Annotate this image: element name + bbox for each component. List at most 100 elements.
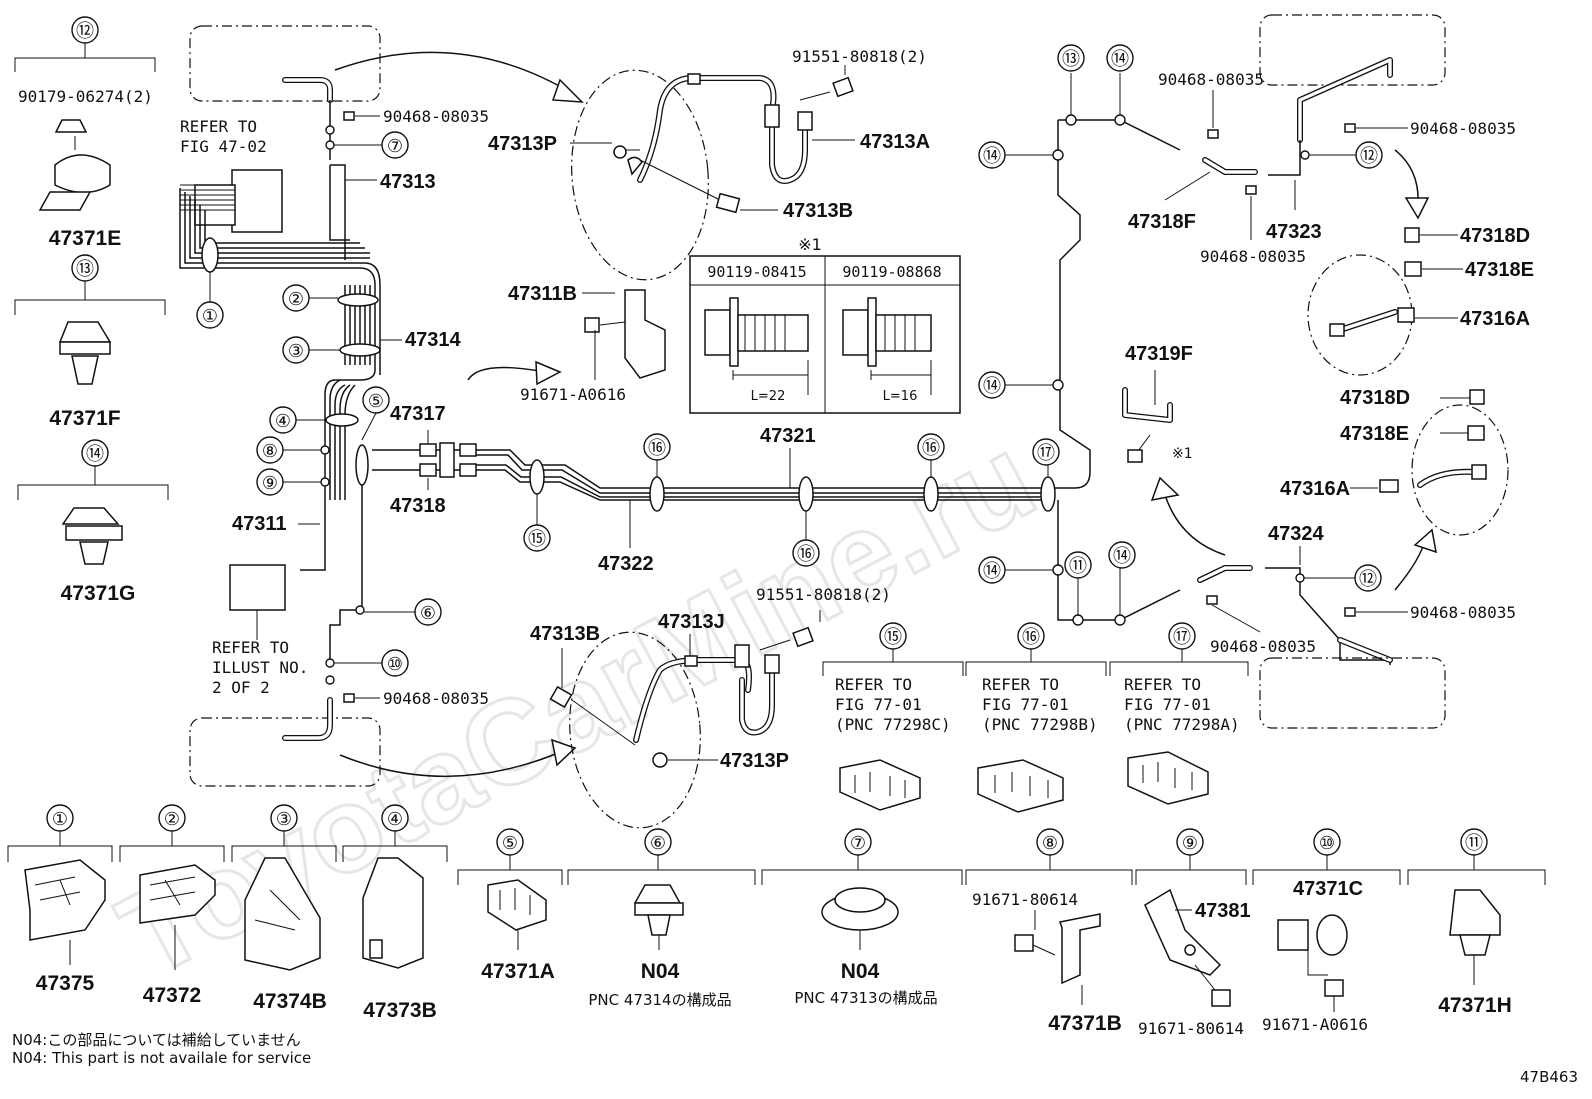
circle-14e: ⑭ (1113, 546, 1131, 567)
circle-14a: ⑭ (1111, 49, 1129, 70)
label-47313P-bottom: 47313P (720, 750, 789, 772)
table-note: ※1 (798, 235, 822, 254)
label-47372: 47372 (143, 984, 201, 1007)
circle-2: ② (288, 289, 304, 310)
label-N04-b: N04 (841, 960, 880, 983)
part-91551-top: 91551-80818(2) (792, 47, 927, 66)
circle-3: ③ (288, 341, 304, 362)
label-47371E: 47371E (49, 227, 121, 250)
circle-12a: ⑫ (1360, 146, 1378, 167)
label-47371B: 47371B (1048, 1012, 1122, 1035)
label-47313B-bottom: 47313B (530, 623, 600, 645)
clamp-line: FIG 77-01 (835, 695, 922, 714)
circle-num: ⑫ (76, 21, 94, 42)
circle-num: ⑥ (650, 833, 666, 854)
circle-4: ④ (275, 411, 291, 432)
label-47313J: 47313J (658, 611, 725, 633)
table-part-2: 90119-08868 (842, 263, 941, 281)
label-47371F: 47371F (49, 407, 120, 430)
detail-ellipse-bottom (569, 631, 701, 829)
circle-16c: ⑯ (922, 438, 940, 459)
bolt-right-b: 90468-08035 (1158, 70, 1264, 89)
part-91671-80614-a: 91671-80614 (972, 890, 1078, 909)
bottom-item-11: ⑪ 47371H (1407, 828, 1546, 1017)
clamp-line: REFER TO (835, 675, 912, 694)
bolt-90468-top: 90468-08035 (383, 107, 489, 126)
bottom-item-9: ⑨ 47381 91671-80614 (1135, 828, 1251, 1038)
label-47313B-top: 47313B (783, 200, 853, 222)
clamp-line: FIG 77-01 (1124, 695, 1211, 714)
detail-ellipse-right-b (1411, 404, 1509, 536)
clamp-line: REFER TO (982, 675, 1059, 694)
circle-11: ⑪ (1069, 556, 1087, 577)
bolt-right-d: 90468-08035 (1410, 603, 1516, 622)
left-column-13: ⑬ 47371F (14, 254, 166, 430)
table-part-1: 90119-08415 (707, 263, 806, 281)
clamp-line: REFER TO (1124, 675, 1201, 694)
clamp-line: FIG 77-01 (982, 695, 1069, 714)
label-47371A: 47371A (481, 960, 555, 983)
label-47322: 47322 (598, 553, 654, 575)
diagram-id: 47B463 (1520, 1068, 1578, 1086)
label-47324: 47324 (1268, 523, 1324, 545)
arrow-bottom (339, 749, 566, 777)
table-len-2: L=16 (883, 389, 918, 404)
label-47311B: 47311B (508, 283, 577, 305)
clamp-line: (PNC 77298A) (1124, 715, 1240, 734)
circle-13: ⑬ (1062, 49, 1080, 70)
circle-num: ⑮ (884, 627, 902, 648)
part-91671-A0616-b: 91671-A0616 (1262, 1015, 1368, 1034)
detail-ellipse-right-a (1307, 254, 1413, 376)
label-47316A-b: 47316A (1280, 478, 1350, 500)
clamp-ref-15: ⑮ REFER TO FIG 77-01 (PNC 77298C) (822, 622, 964, 811)
circle-num: ⑬ (76, 259, 94, 280)
callout-box-bottom (189, 717, 381, 787)
refer-47-02-line2: FIG 47-02 (180, 137, 267, 156)
bolt-right-a: 90468-08035 (1410, 119, 1516, 138)
bottom-item-5: ⑤ 47371A (457, 828, 563, 983)
refer-47-02-line1: REFER TO (180, 117, 257, 136)
label-47318E-a: 47318E (1465, 259, 1534, 281)
label-47321: 47321 (760, 425, 816, 447)
part-90179: 90179-06274(2) (18, 87, 153, 106)
refer-illust-line2: ILLUST NO. (212, 658, 308, 677)
part-91671-A0616: 91671-A0616 (520, 385, 626, 404)
bottom-item-1: ① 47375 (7, 804, 113, 995)
circle-num: ⑧ (1042, 833, 1058, 854)
detail-ellipse-top (571, 69, 709, 281)
bottom-item-4: ④ 47373B (342, 804, 448, 1022)
circle-num: ⑭ (86, 444, 104, 465)
bottom-row: ① 47375 ② 47372 ③ 47374B ④ (7, 804, 1546, 1038)
circle-1: ① (202, 306, 218, 327)
label-47323: 47323 (1266, 221, 1322, 243)
circle-num: ① (52, 809, 68, 830)
circle-14b: ⑭ (983, 146, 1001, 167)
refer-illust-line1: REFER TO (212, 638, 289, 657)
circle-8: ⑧ (262, 441, 278, 462)
callout-box-right-top (1259, 14, 1446, 86)
label-47314: 47314 (405, 329, 461, 351)
label-47375: 47375 (36, 972, 95, 995)
footnote-en: N04: This part is not availale for servi… (12, 1049, 311, 1067)
note1-right: ※1 (1172, 446, 1193, 462)
circle-num: ③ (276, 809, 292, 830)
label-47371G: 47371G (61, 582, 136, 605)
label-47318E-b: 47318E (1340, 423, 1409, 445)
bolt-right-e: 90468-08035 (1210, 637, 1316, 656)
bracket-47311B (624, 289, 666, 379)
callout-box-top (189, 25, 381, 102)
circle-10: ⑩ (387, 654, 403, 675)
harness-bundle (179, 165, 381, 505)
label-47316A-a: 47316A (1460, 308, 1530, 330)
bottom-item-8: ⑧ 91671-80614 47371B (965, 828, 1133, 1035)
table-len-1: L=22 (751, 389, 786, 404)
part-91551-bottom: 91551-80818(2) (756, 585, 891, 604)
label-47371H: 47371H (1438, 994, 1512, 1017)
part-91671-80614-b: 91671-80614 (1138, 1019, 1244, 1038)
circle-num: ⑩ (1319, 833, 1335, 854)
label-47317: 47317 (390, 403, 446, 425)
circle-num: ⑪ (1465, 833, 1483, 854)
circle-num: ⑰ (1173, 627, 1191, 648)
